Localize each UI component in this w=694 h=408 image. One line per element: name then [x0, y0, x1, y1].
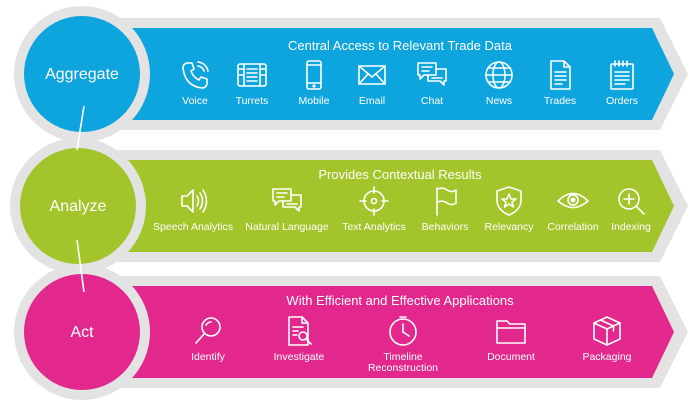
connector-analyze-act	[76, 239, 85, 293]
act-item-packaging: Packaging	[559, 314, 655, 363]
speaker-icon	[176, 184, 210, 218]
chat-icon	[415, 58, 449, 92]
item-label: Turrets	[235, 95, 269, 107]
item-label: Behaviors	[421, 221, 469, 233]
analyze-item-natural-language: Natural Language	[239, 184, 335, 233]
analyze-item-relevancy: Relevancy	[461, 184, 557, 233]
analyze-item-text-analytics: Text Analytics	[326, 184, 422, 233]
notepad-icon	[605, 58, 639, 92]
turret-icon	[235, 58, 269, 92]
band-title-analyze: Provides Contextual Results	[318, 167, 482, 182]
circle-label-act: Act	[70, 324, 94, 341]
email-icon	[355, 58, 389, 92]
document-search-icon	[282, 314, 316, 348]
item-label: Orders	[605, 95, 639, 107]
circle-aggregate	[24, 16, 140, 132]
item-label: Chat	[420, 95, 444, 107]
band-analyze	[128, 160, 674, 252]
item-label: Voice	[182, 95, 208, 107]
target-icon	[357, 184, 391, 218]
aggregate-item-chat: Chat	[384, 58, 480, 107]
analyze-item-indexing: Indexing	[583, 184, 679, 233]
item-label: Natural Language	[245, 221, 329, 233]
aggregate-item-news: News	[451, 58, 547, 107]
circle-label-aggregate: Aggregate	[45, 66, 119, 83]
band-title-act: With Efficient and Effective Application…	[286, 293, 514, 308]
connector-aggregate-analyze	[76, 105, 85, 151]
item-label: Document	[487, 351, 535, 363]
item-label: News	[485, 95, 513, 107]
item-label: Correlation	[547, 221, 599, 233]
folder-icon	[494, 314, 528, 348]
aggregate-item-mobile: Mobile	[266, 58, 362, 107]
chat-icon	[270, 184, 304, 218]
analyze-item-correlation: Correlation	[525, 184, 621, 233]
aggregate-item-voice: Voice	[147, 58, 243, 107]
item-label: Text Analytics	[342, 221, 406, 233]
act-item-document: Document	[463, 314, 559, 363]
act-item-investigate: Investigate	[251, 314, 347, 363]
aggregate-item-email: Email	[324, 58, 420, 107]
item-label: Relevancy	[484, 221, 534, 233]
aggregate-item-trades: Trades	[512, 58, 608, 107]
item-label: Speech Analytics	[153, 221, 233, 233]
box-icon	[590, 314, 624, 348]
globe-icon	[482, 58, 516, 92]
shield-star-icon	[492, 184, 526, 218]
band-aggregate	[128, 28, 674, 120]
flag-icon	[428, 184, 462, 218]
mobile-icon	[297, 58, 331, 92]
item-label: Investigate	[273, 351, 325, 363]
aggregate-item-orders: Orders	[574, 58, 670, 107]
circle-analyze	[20, 148, 136, 264]
item-label: Mobile	[298, 95, 330, 107]
item-label: Packaging	[582, 351, 632, 363]
item-label: Indexing	[611, 221, 651, 233]
analyze-item-behaviors: Behaviors	[397, 184, 493, 233]
item-label: Identify	[191, 351, 225, 363]
item-label: Trades	[543, 95, 577, 107]
magnifier-plus-icon	[614, 184, 648, 218]
document-icon	[543, 58, 577, 92]
circle-act	[24, 274, 140, 390]
aggregate-item-turrets: Turrets	[204, 58, 300, 107]
magnifier-icon	[191, 314, 225, 348]
clock-icon	[386, 314, 420, 348]
circle-label-analyze: Analyze	[49, 198, 107, 215]
item-label: Email	[358, 95, 386, 107]
phone-icon	[178, 58, 212, 92]
act-item-identify: Identify	[160, 314, 256, 363]
analyze-item-speech-analytics: Speech Analytics	[145, 184, 241, 233]
band-title-aggregate: Central Access to Relevant Trade Data	[287, 38, 512, 53]
band-act	[128, 286, 674, 378]
eye-icon	[556, 184, 590, 218]
